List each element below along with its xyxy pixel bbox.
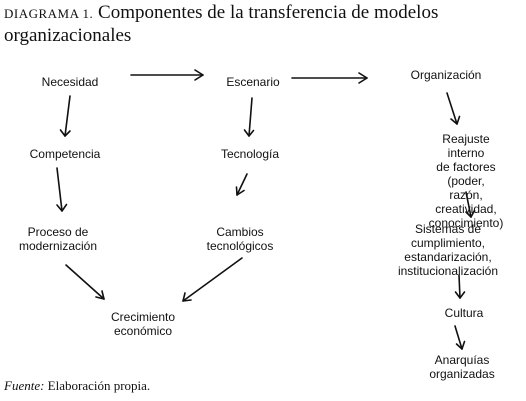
source-label: Fuente:	[4, 378, 45, 393]
node-necesidad: Necesidad	[41, 75, 99, 89]
node-reajuste: Reajuste interno de factores (poder, raz…	[428, 132, 504, 230]
figure-source: Fuente: Elaboración propia.	[4, 378, 150, 394]
arrow-proceso-crecimiento	[65, 264, 105, 300]
arrow-necesidad-competencia	[59, 95, 71, 137]
node-escenario: Escenario	[226, 75, 280, 89]
node-sistemas: Sistemas de cumplimiento, estandarizació…	[397, 222, 499, 278]
figure-title: DIAGRAMA 1. Componentes de la transferen…	[4, 2, 524, 47]
arrow-reajuste-sistemas	[465, 191, 476, 218]
arrow-escenario-tecnologia	[243, 97, 255, 137]
arrow-sistemas-cultura	[454, 274, 466, 299]
source-text: Elaboración propia.	[47, 378, 151, 393]
node-proceso: Proceso de modernización	[18, 225, 98, 253]
arrow-tecnologia-cambios	[235, 173, 248, 196]
figure-number: DIAGRAMA 1.	[4, 6, 94, 21]
node-cultura: Cultura	[444, 306, 484, 320]
node-organizacion: Organización	[410, 68, 482, 82]
node-crecimiento: Crecimiento económico	[110, 310, 176, 338]
arrow-organizacion-reajuste	[446, 92, 461, 125]
node-competencia: Competencia	[29, 147, 101, 161]
arrow-necesidad-escenario	[130, 69, 204, 81]
figure-title-text: Componentes de la transferencia de model…	[4, 2, 439, 46]
arrow-cambios-crecimiento	[182, 257, 243, 302]
arrow-escenario-organizacion	[291, 72, 368, 84]
arrow-cultura-anarquias	[454, 325, 466, 350]
node-anarquias: Anarquías organizadas	[429, 353, 495, 381]
arrow-competencia-proceso	[56, 167, 68, 212]
node-tecnologia: Tecnología	[220, 147, 280, 161]
node-cambios: Cambios tecnológicos	[206, 225, 274, 253]
